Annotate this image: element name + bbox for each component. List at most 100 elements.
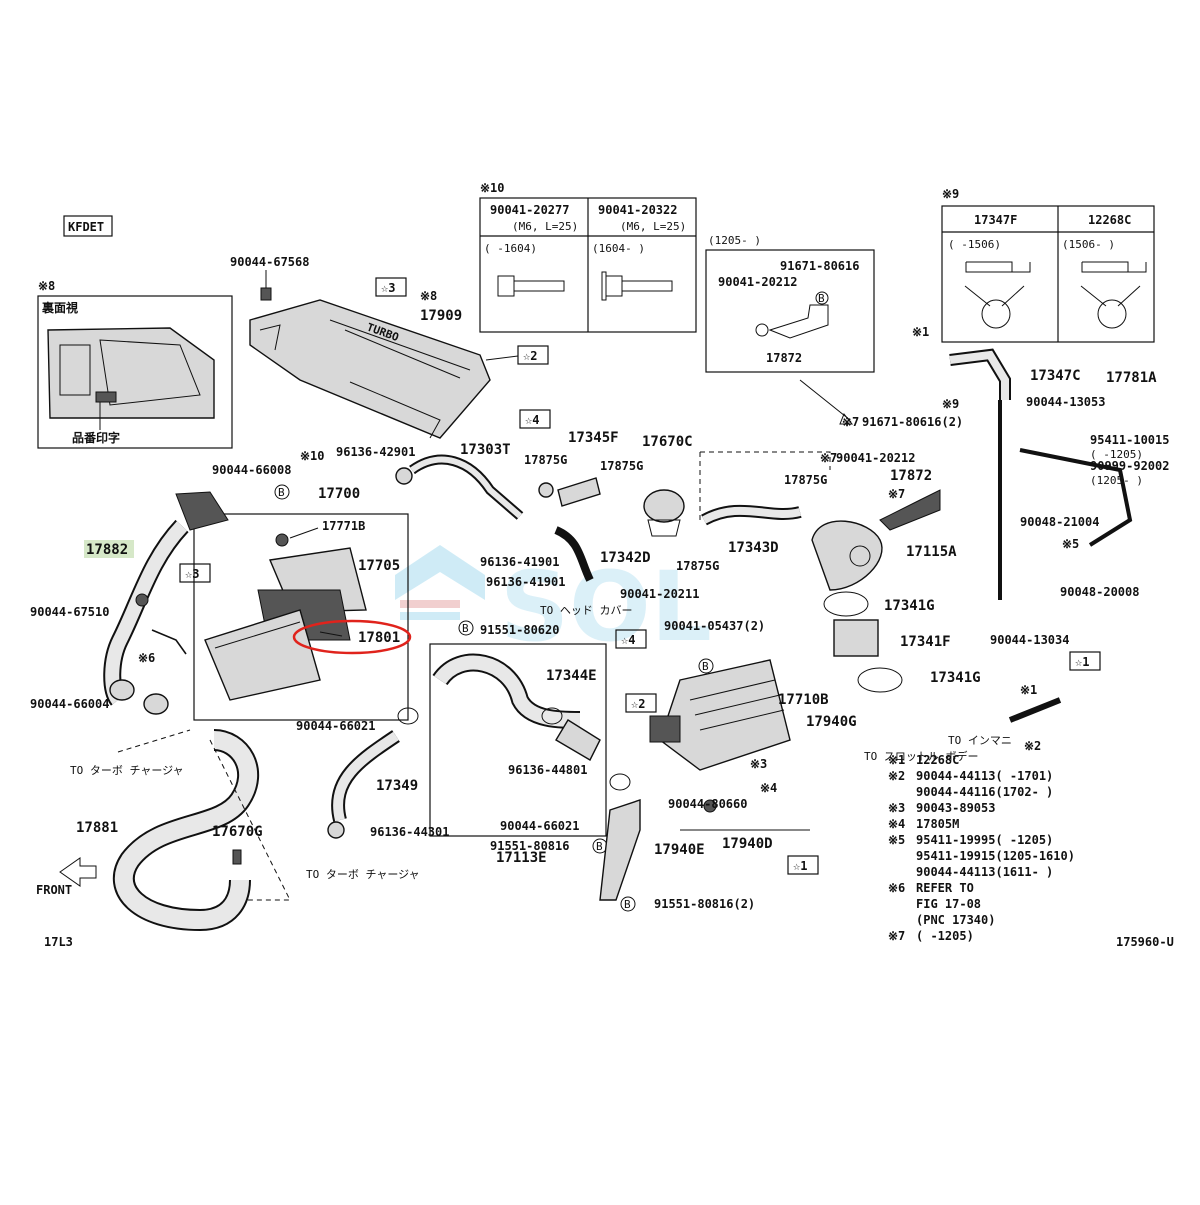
air-cleaner-assembly: 90044-66008 ※10 B 17700 17771B 17705 ☆3 … [179, 449, 412, 721]
to-turbo-1: TO ターボ チャージャ [70, 764, 184, 777]
legend-value: 90044-44113(1611- ) [916, 865, 1053, 879]
label-17342D: 17342D [600, 550, 651, 566]
table9-note: ※9 [942, 187, 959, 201]
x2-a: ※2 [1024, 739, 1041, 753]
label-17940E: 17940E [654, 842, 705, 858]
legend-value: 95411-19915(1205-1610) [916, 849, 1075, 863]
legend-value: (PNC 17340) [916, 913, 995, 927]
legend-key: ※7 [888, 929, 905, 943]
table10-range-1: (1604- ) [592, 242, 645, 255]
model-code-box [63, 215, 113, 237]
model-code: KFDET [68, 220, 104, 234]
table9-range-1: (1506- ) [1062, 238, 1115, 251]
star3-b: ☆3 [185, 567, 199, 581]
ura-men-label: 裏面視 [41, 300, 78, 315]
inset-rear-view: ※8 裏面視 品番印字 [37, 279, 233, 449]
label-17875G-a: 17875G [524, 453, 567, 467]
x1-a: ※1 [1020, 683, 1037, 697]
legend-value: ( -1205) [916, 929, 974, 943]
legend-value: FIG 17-08 [916, 897, 981, 911]
table10-spec-1: (M6, L=25) [620, 220, 686, 233]
star1-a: ☆1 [793, 859, 807, 873]
label-90044-66008: 90044-66008 [212, 463, 291, 477]
label-96136-44301: 96136-44301 [370, 825, 449, 839]
note6: ※6 [138, 651, 155, 665]
label-90048-20008: 90048-20008 [1060, 585, 1139, 599]
box1205-p2: 90041-20212 [718, 275, 797, 289]
star1-b: ☆1 [1075, 655, 1089, 669]
label-17349: 17349 [376, 778, 418, 794]
label-91671-80616-2: 91671-80616(2) [862, 415, 963, 429]
star2-b: ☆2 [631, 697, 645, 711]
label-17113E: 17113E [496, 850, 547, 866]
label-90044-13053: 90044-13053 [1026, 395, 1105, 409]
label-17347C: 17347C [1030, 368, 1081, 384]
highlight-circle [292, 619, 412, 655]
legend-key: ※2 [888, 769, 905, 783]
label-17345F: 17345F [568, 430, 619, 446]
label-17940G: 17940G [806, 714, 857, 730]
note7-c: ※7 [888, 487, 905, 501]
legend-value: 90044-44113( -1701) [916, 769, 1053, 783]
label-17115A: 17115A [906, 544, 957, 560]
label-17710B: 17710B [778, 692, 829, 708]
bolt-table-note10: ※10 90041-20277 90041-20322 (M6, L=25) (… [479, 181, 697, 333]
label-17303T: 17303T [460, 442, 511, 458]
label-17341G-a: 17341G [884, 598, 935, 614]
label-91551-80816-b: 91551-80816(2) [654, 897, 755, 911]
table9-header-0: 17347F [974, 213, 1017, 227]
svg-text:B: B [624, 898, 631, 911]
to-turbo-2: TO ターボ チャージャ [306, 868, 420, 881]
label-96136-41901-a: 96136-41901 [480, 555, 559, 569]
label-17909: 17909 [420, 308, 462, 324]
label-17875G-d: 17875G [784, 473, 827, 487]
label-90044-80660: 90044-80660 [668, 797, 747, 811]
intercooler-17940D: ☆4 ☆2 90041-05437(2) B 17710B 17940G 900… [615, 619, 857, 875]
intercooler-hoses: B 91551-80620 17344E 96136-44801 17113E … [296, 620, 755, 912]
note10-a: ※10 [300, 449, 325, 463]
table10-note: ※10 [480, 181, 505, 195]
table9-range-0: ( -1506) [948, 238, 1001, 251]
label-96136-41901-b: 96136-41901 [486, 575, 565, 589]
label-90041-20212-b: 90041-20212 [836, 451, 915, 465]
label-17341F: 17341F [900, 634, 951, 650]
throttle-hoses: 17115A 17341G 17341F 17341G TO スロットル ボデー… [811, 520, 1062, 763]
to-inmani: TO インマニ [948, 734, 1012, 747]
svg-text:B: B [462, 622, 469, 635]
table10-header-0: 90041-20277 [490, 203, 569, 217]
svg-text:B: B [818, 292, 825, 305]
label-17705: 17705 [358, 558, 400, 574]
legend-value: REFER TO [916, 881, 974, 895]
label-17341G-b: 17341G [930, 670, 981, 686]
table10-header-1: 90041-20322 [598, 203, 677, 217]
pcv-hoses: 96136-42901 17303T 17345F 17875G 17875G … [336, 430, 831, 617]
label-95411-10015-r: ( -1205) [1090, 448, 1143, 461]
legend-key: ※6 [888, 881, 905, 895]
label-17875G-b: 17875G [600, 459, 643, 473]
legend-value: 90043-89053 [916, 801, 995, 815]
bracket-box-1205: (1205- ) 91671-80616 90041-20212 B 17872 [705, 234, 875, 373]
clamp-table-note9: ※9 17347F 12268C ( -1506) (1506- ) [941, 187, 1155, 343]
intake-hose-17882: 17882 90044-67510 ※6 90044-66004 TO ターボ … [30, 491, 291, 949]
diagram-code: 17L3 [44, 935, 73, 949]
svg-text:B: B [702, 660, 709, 673]
label-95411-10015: 95411-10015 [1090, 433, 1169, 447]
label-90044-67568: 90044-67568 [230, 255, 309, 269]
label-90999-92002-r: (1205- ) [1090, 474, 1143, 487]
to-head-cover: TO ヘッド カバー [540, 604, 633, 617]
engine-cover-17909: 90044-67568 TURBO ☆3 ※8 17909 ☆2 ☆4 [230, 255, 551, 439]
label-17940D: 17940D [722, 836, 773, 852]
note8-label: ※8 [38, 279, 55, 293]
label-17670G: 17670G [212, 824, 263, 840]
label-17875G-c: 17875G [676, 559, 719, 573]
star2-a: ☆2 [523, 349, 537, 363]
label-91551-80816-a: 91551-80816 [490, 839, 569, 853]
legend-key: ※3 [888, 801, 905, 815]
label-17700: 17700 [318, 486, 360, 502]
label-90044-13034: 90044-13034 [990, 633, 1069, 647]
to-throttle: TO スロットル ボデー [864, 749, 979, 763]
legend-key: ※5 [888, 833, 905, 847]
vacuum-lines: ※1 17347C ※9 17781A 90044-13053 95411-10… [799, 325, 1169, 671]
label-96136-42901: 96136-42901 [336, 445, 415, 459]
